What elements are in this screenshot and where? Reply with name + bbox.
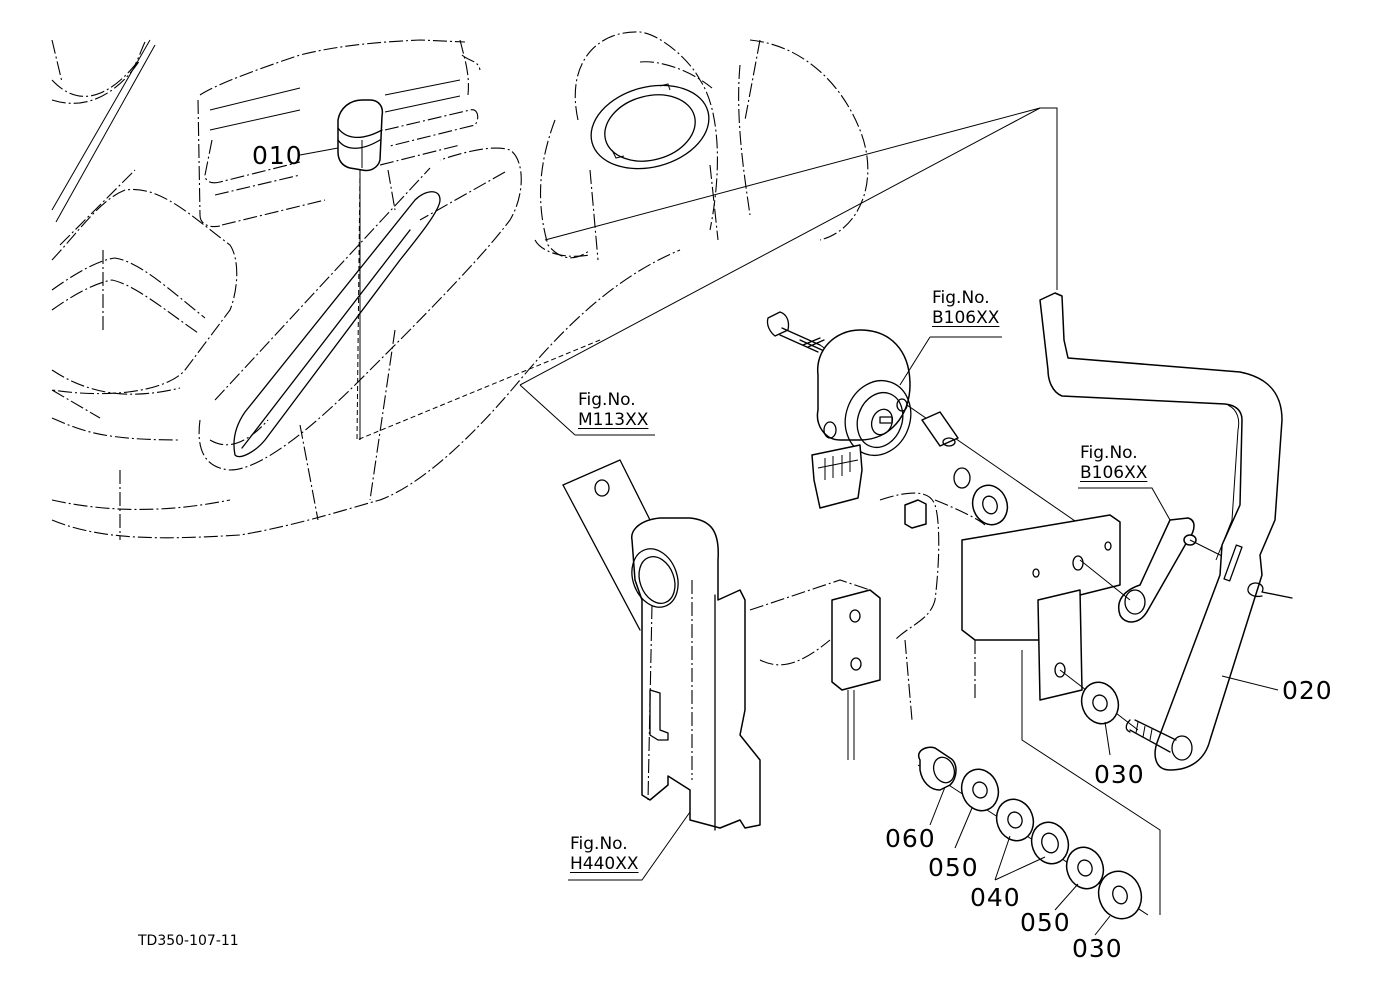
callout-020[interactable]: 020	[1282, 676, 1333, 705]
figref-code[interactable]: H440XX	[570, 854, 639, 874]
figref-prefix: Fig.No.	[1080, 443, 1138, 463]
figref-sensor[interactable]: Fig.No. B106XX	[932, 288, 999, 328]
callout-050-first[interactable]: 050	[928, 853, 979, 882]
callout-060[interactable]: 060	[885, 824, 936, 853]
figref-prefix: Fig.No.	[570, 834, 628, 854]
console-housing	[51, 31, 869, 540]
callout-050-second[interactable]: 050	[1020, 908, 1071, 937]
figref-code[interactable]: M113XX	[578, 410, 649, 430]
callout-030-lower[interactable]: 030	[1072, 934, 1123, 963]
lever-part	[1039, 292, 1293, 771]
link-arm-part	[1079, 517, 1231, 623]
leader-lines	[299, 147, 1279, 936]
callout-030-upper[interactable]: 030	[1094, 760, 1145, 789]
assembly-centerlines	[356, 107, 1058, 441]
sensor-part	[766, 311, 1121, 553]
washer-stack	[917, 669, 1149, 920]
figref-code[interactable]: B106XX	[932, 308, 1000, 328]
bracket-part	[562, 459, 1161, 915]
figref-console[interactable]: Fig.No. M113XX	[578, 390, 648, 430]
figref-link-arm[interactable]: Fig.No. B106XX	[1080, 443, 1147, 483]
callout-010[interactable]: 010	[252, 141, 303, 170]
figref-prefix: Fig.No.	[578, 390, 636, 410]
figref-code[interactable]: B106XX	[1080, 463, 1148, 483]
drawing-id: TD350-107-11	[138, 933, 239, 949]
figref-prefix: Fig.No.	[932, 288, 990, 308]
figref-bracket[interactable]: Fig.No. H440XX	[570, 834, 639, 874]
callout-040[interactable]: 040	[970, 883, 1021, 912]
knob-part	[337, 99, 384, 172]
